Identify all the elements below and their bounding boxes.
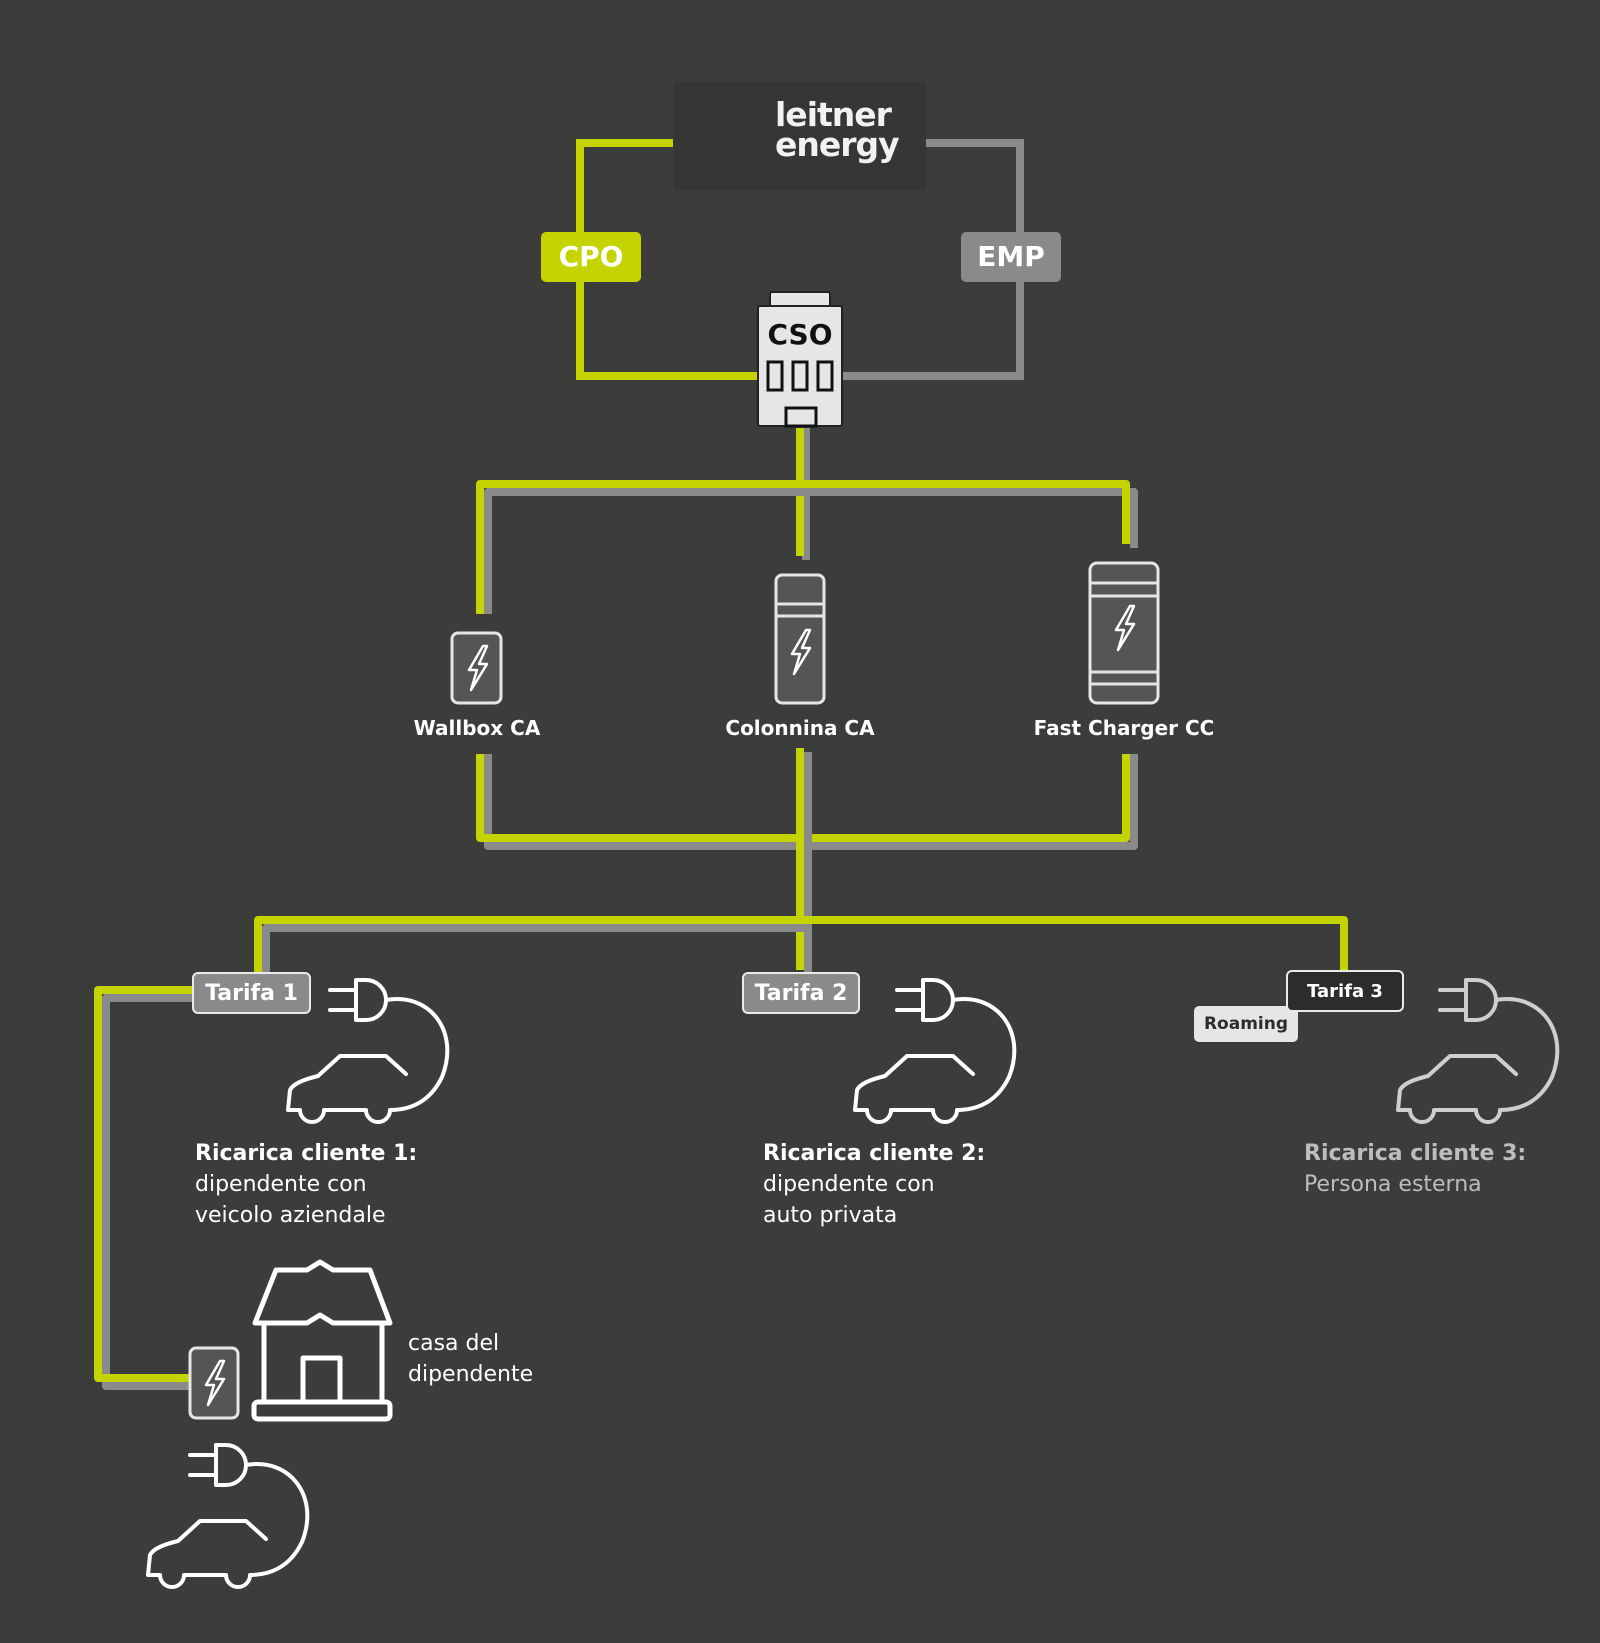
customer-1-line-2: veicolo aziendale [195, 1203, 386, 1228]
customer-1-car-icon [286, 978, 450, 1124]
charger-label-colonnina: Colonnina CA [725, 716, 875, 740]
home-charging-line [94, 986, 192, 1390]
logo-line-2: energy [775, 125, 900, 164]
house-icon [251, 1259, 393, 1422]
home-label-line-1: casa del [408, 1331, 500, 1356]
tariff-1-badge: Tarifa 1 [192, 972, 311, 1014]
charger-label-fast-charger: Fast Charger CC [1033, 716, 1215, 740]
customer-2-title: Ricarica cliente 2: [763, 1141, 986, 1166]
home-car-icon [146, 1443, 310, 1589]
customer-bus [254, 916, 1348, 972]
customer-1-description: Ricarica cliente 1: dipendente con veico… [195, 1138, 417, 1231]
roaming-badge: Roaming [1194, 1006, 1298, 1042]
customer-2-line-2: auto privata [763, 1203, 898, 1228]
home-label-line-2: dipendente [408, 1362, 534, 1387]
chargers-to-customer-bus [476, 748, 1138, 972]
customer-2-car-icon [853, 978, 1017, 1124]
cso-to-chargers-bus [476, 428, 1138, 614]
logo-box [673, 82, 926, 190]
customer-1-title: Ricarica cliente 1: [195, 1141, 418, 1166]
customer-2-line-1: dipendente con [763, 1172, 935, 1197]
fast-charger-icon [1088, 561, 1160, 705]
home-label: casa del dipendente [408, 1328, 533, 1390]
tariff-3-badge: Tarifa 3 [1286, 970, 1404, 1012]
customer-3-description: Ricarica cliente 3: Persona esterna [1304, 1138, 1526, 1200]
emp-badge: EMP [961, 232, 1061, 282]
customer-3-title: Ricarica cliente 3: [1304, 1141, 1527, 1166]
customer-1-line-1: dipendente con [195, 1172, 367, 1197]
customer-3-line-1: Persona esterna [1304, 1172, 1482, 1197]
cso-label: CSO [767, 318, 833, 351]
customer-2-description: Ricarica cliente 2: dipendente con auto … [763, 1138, 985, 1231]
charging-column-icon [774, 573, 826, 705]
tariff-2-badge: Tarifa 2 [742, 972, 860, 1014]
logo-line-1: leitner [775, 95, 892, 134]
wallbox-icon [450, 631, 503, 705]
customer-3-car-icon [1396, 978, 1560, 1124]
home-wallbox-icon [188, 1346, 240, 1420]
cso-building-icon [757, 291, 843, 428]
charger-label-wallbox: Wallbox CA [413, 716, 541, 740]
cpo-badge: CPO [541, 232, 641, 282]
logo-wordmark: leitner energy [775, 95, 900, 164]
